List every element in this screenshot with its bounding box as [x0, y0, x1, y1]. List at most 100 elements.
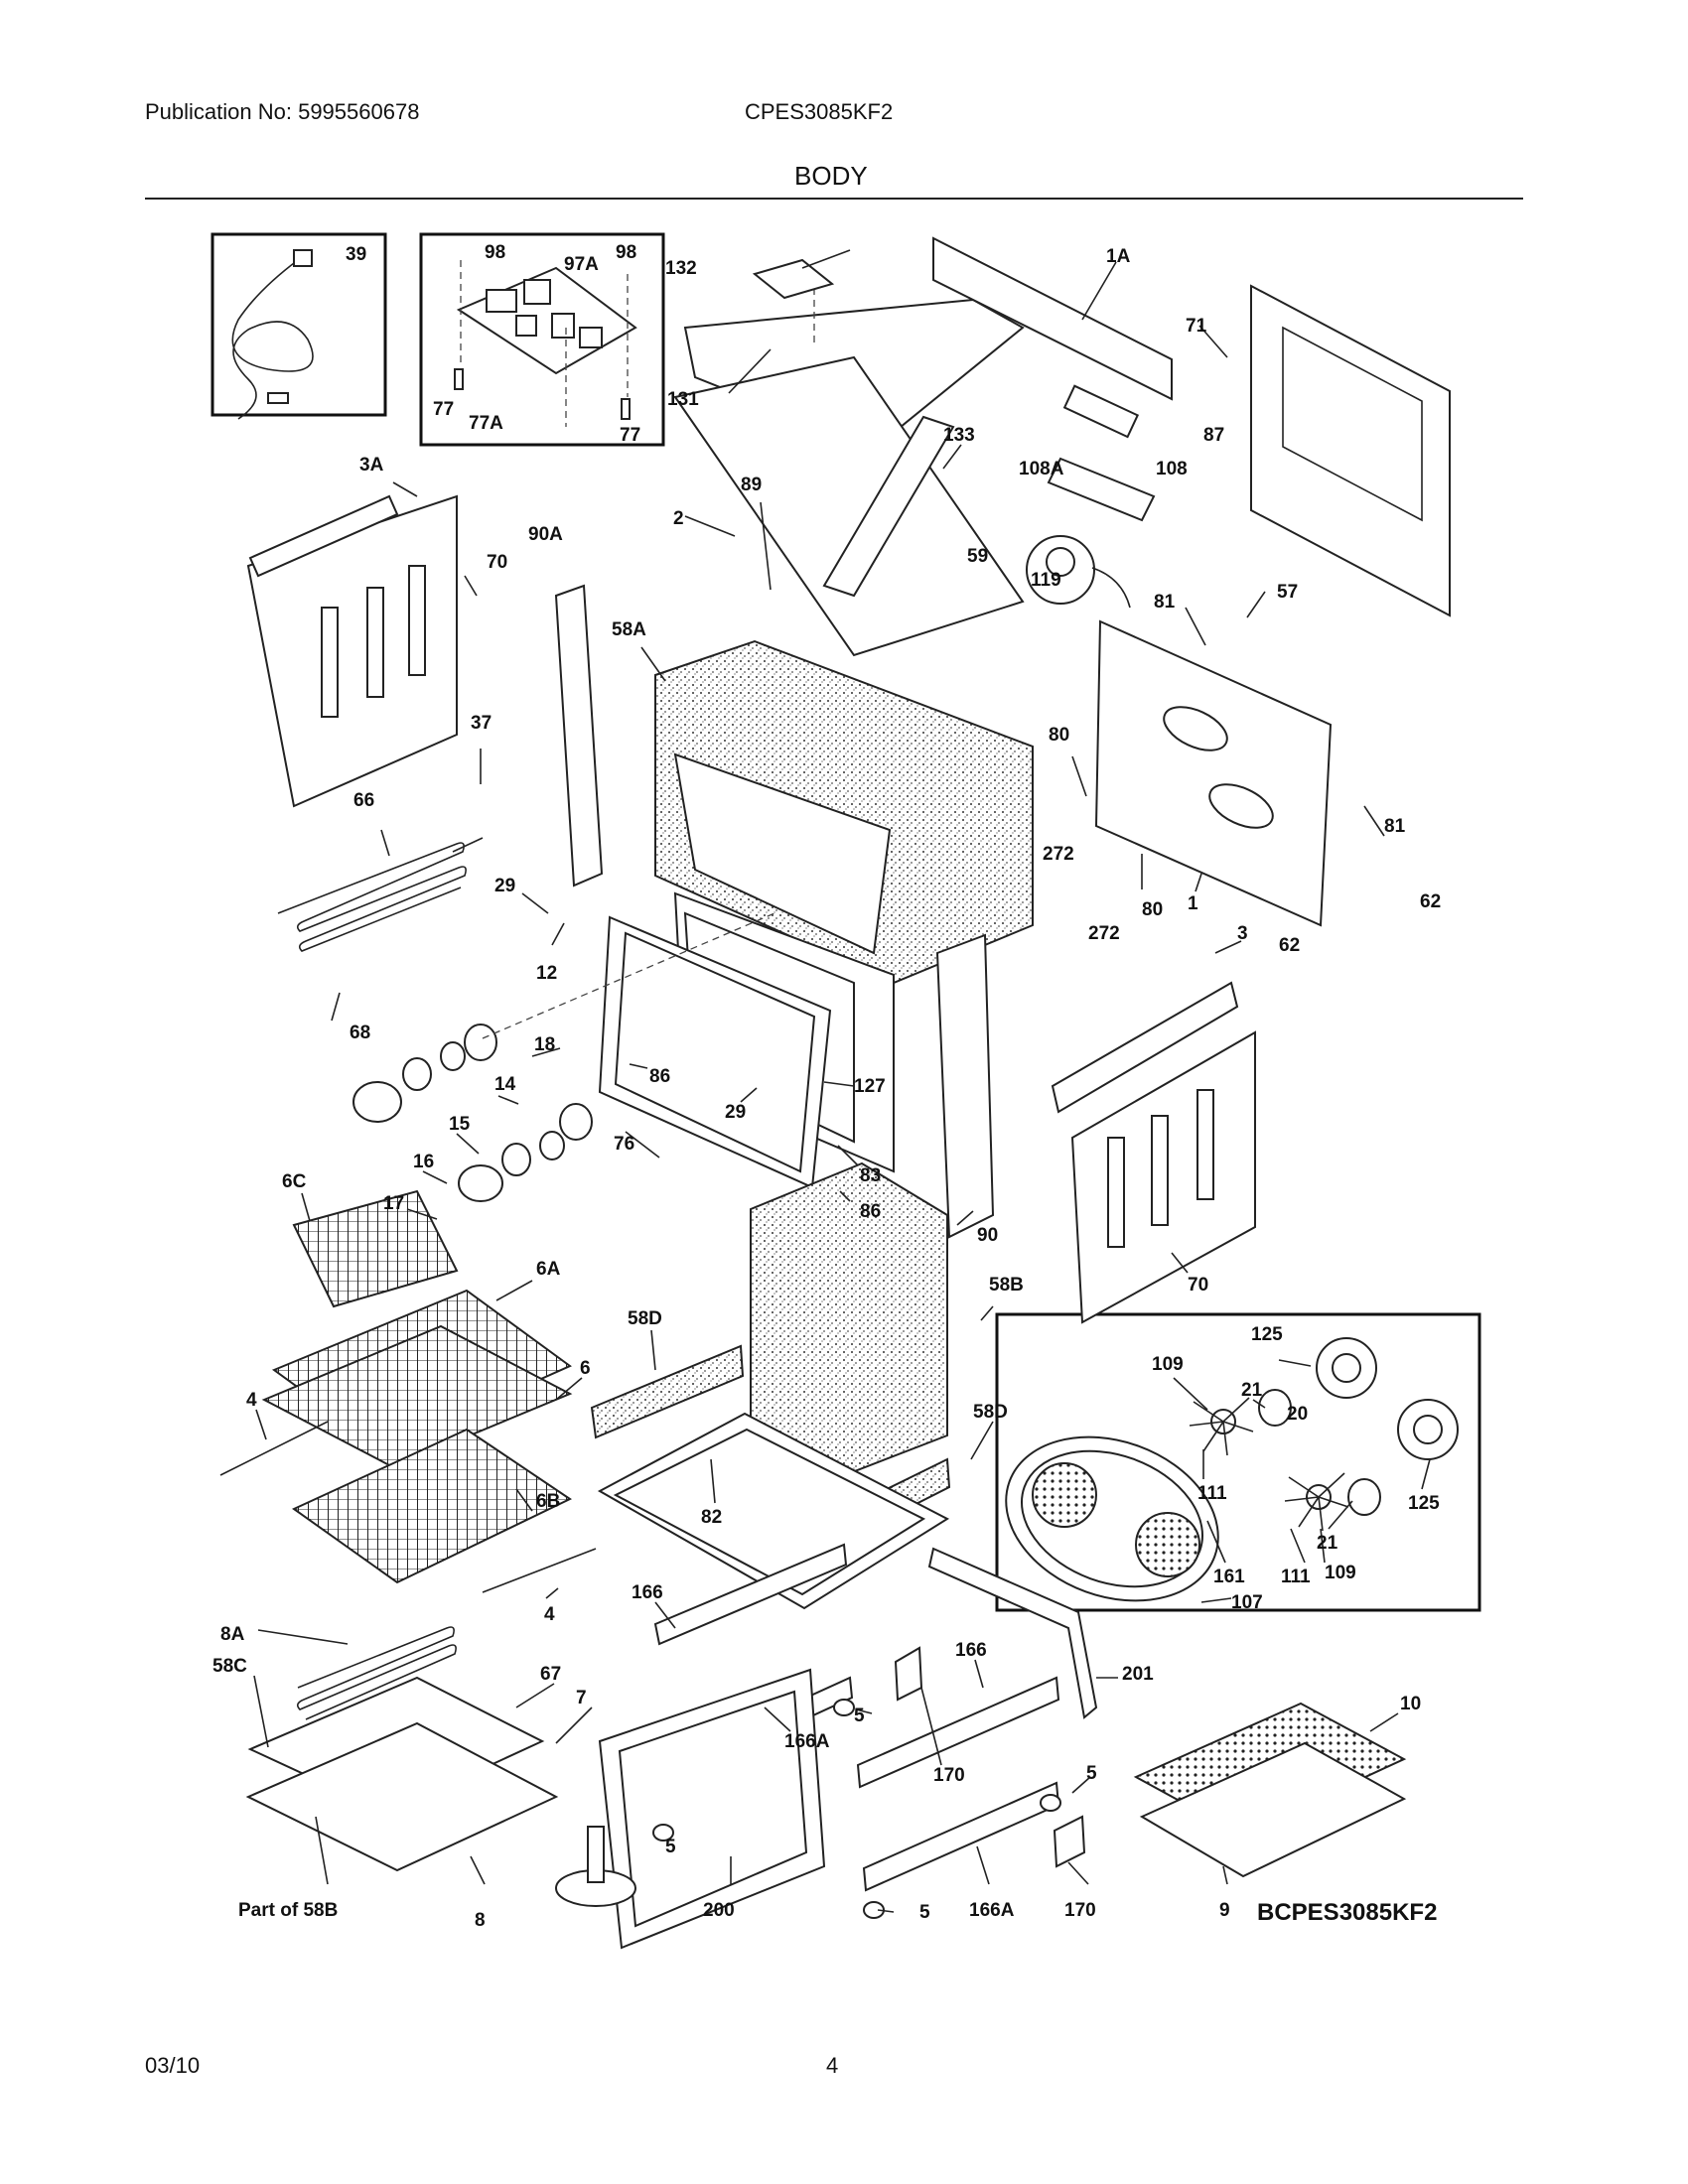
label-16: 16	[413, 1152, 434, 1172]
label-70-a: 70	[487, 552, 507, 573]
label-201: 201	[1122, 1664, 1154, 1685]
label-67: 67	[540, 1664, 561, 1685]
rear-rail-1a	[932, 236, 1173, 401]
bottom-plate-8	[245, 1721, 559, 1872]
label-14: 14	[494, 1074, 516, 1095]
label-4-b: 4	[544, 1604, 555, 1625]
label-58a: 58A	[612, 619, 646, 640]
drawer-slide-166-right	[856, 1676, 1060, 1789]
oven-lamp-assembly	[352, 912, 775, 1202]
label-109-b: 109	[1325, 1563, 1356, 1583]
label-5-c: 5	[665, 1837, 676, 1857]
label-81-b: 81	[1384, 816, 1406, 837]
drawer-slide-166-left	[653, 1543, 848, 1646]
label-81-a: 81	[1154, 592, 1176, 613]
label-170-b: 170	[1064, 1900, 1096, 1921]
vent-channel-90	[935, 933, 995, 1239]
rack-6	[261, 1324, 573, 1469]
footer-date: 03/10	[145, 2053, 201, 2078]
label-37: 37	[471, 713, 492, 734]
label-12: 12	[536, 963, 557, 984]
label-80-a: 80	[1049, 725, 1069, 746]
header-divider	[145, 198, 1523, 200]
part-labels: 39 98 97A 98 77 77A 77 132 131 1A 71 108…	[212, 242, 1441, 1931]
label-15: 15	[449, 1114, 471, 1135]
power-cord-inset	[211, 232, 387, 420]
label-71: 71	[1186, 316, 1207, 337]
rack-6b	[292, 1428, 573, 1584]
label-133: 133	[943, 425, 975, 446]
rack-6c	[292, 1189, 459, 1308]
label-5-b: 5	[1086, 1763, 1097, 1784]
drawer-side-201	[927, 1547, 1098, 1719]
label-58d-1: 58D	[628, 1308, 662, 1329]
label-59: 59	[967, 546, 988, 567]
fan-motor-upper	[1316, 1337, 1377, 1399]
label-77-a: 77	[433, 399, 454, 420]
rack-rod-4-left	[219, 1421, 329, 1476]
label-7: 7	[576, 1688, 587, 1708]
label-57: 57	[1277, 582, 1298, 603]
label-62-a: 62	[1420, 891, 1441, 912]
label-90: 90	[977, 1225, 998, 1246]
label-108: 108	[1156, 459, 1188, 479]
bracket-170-b	[1053, 1815, 1086, 1868]
drawer-slide-166a-lower	[862, 1781, 1060, 1892]
drawer-front-200	[598, 1668, 826, 1950]
label-58d-2: 58D	[973, 1402, 1008, 1423]
label-9: 9	[1219, 1900, 1230, 1921]
footer-page-number: 4	[826, 2053, 839, 2078]
convection-fan-inset	[995, 1312, 1481, 1612]
broil-element-66	[277, 837, 484, 952]
model-number: CPES3085KF2	[745, 99, 894, 124]
label-272-b: 272	[1088, 923, 1120, 944]
label-131: 131	[667, 389, 699, 410]
bake-element-67	[296, 1626, 457, 1720]
label-166-b: 166	[955, 1640, 987, 1661]
label-161: 161	[1213, 1567, 1245, 1587]
foot-5-a	[833, 1699, 855, 1716]
label-108a: 108A	[1019, 459, 1064, 479]
label-3a: 3A	[359, 455, 384, 476]
leveling-leg-5	[555, 1826, 636, 1907]
label-98-a: 98	[485, 242, 505, 263]
label-6b: 6B	[536, 1491, 560, 1512]
oven-cavity-insulation-58a	[654, 639, 1034, 985]
label-98-b: 98	[616, 242, 636, 263]
label-8: 8	[475, 1910, 486, 1931]
label-1: 1	[1188, 893, 1198, 914]
insulation-strip-58d-left	[590, 1344, 745, 1439]
label-272-a: 272	[1043, 844, 1074, 865]
section-title: BODY	[794, 161, 868, 191]
label-5-d: 5	[919, 1902, 930, 1923]
label-21-a: 21	[1241, 1380, 1263, 1401]
label-part-of-58b: Part of 58B	[238, 1900, 338, 1921]
label-86-a: 86	[649, 1066, 670, 1087]
label-77a: 77A	[469, 413, 503, 434]
side-panel-1-right	[1094, 619, 1333, 927]
broiler-pan-9	[1139, 1741, 1407, 1878]
label-58c: 58C	[212, 1656, 247, 1677]
label-20: 20	[1287, 1404, 1308, 1425]
side-panel-70-left	[246, 494, 458, 808]
cover-plate-132	[752, 258, 835, 300]
diagram-watermark: BCPES3085KF2	[1257, 1899, 1437, 1926]
label-21-b: 21	[1317, 1533, 1338, 1554]
label-111-a: 111	[1197, 1483, 1227, 1504]
label-80-b: 80	[1142, 899, 1163, 920]
label-90a: 90A	[528, 524, 563, 545]
side-rail-3a	[248, 494, 399, 578]
rear-wall-71	[1250, 284, 1451, 617]
label-119: 119	[1031, 570, 1061, 591]
label-6c: 6C	[282, 1171, 307, 1192]
label-62-b: 62	[1279, 935, 1300, 956]
label-166a-b: 166A	[969, 1900, 1015, 1921]
label-87: 87	[1203, 425, 1224, 446]
fan-motor-lower	[1397, 1399, 1459, 1460]
front-frame-76	[598, 915, 832, 1189]
label-89: 89	[741, 475, 762, 495]
label-18: 18	[534, 1034, 555, 1055]
label-66: 66	[353, 790, 374, 811]
terminal-block-108	[1047, 384, 1156, 522]
